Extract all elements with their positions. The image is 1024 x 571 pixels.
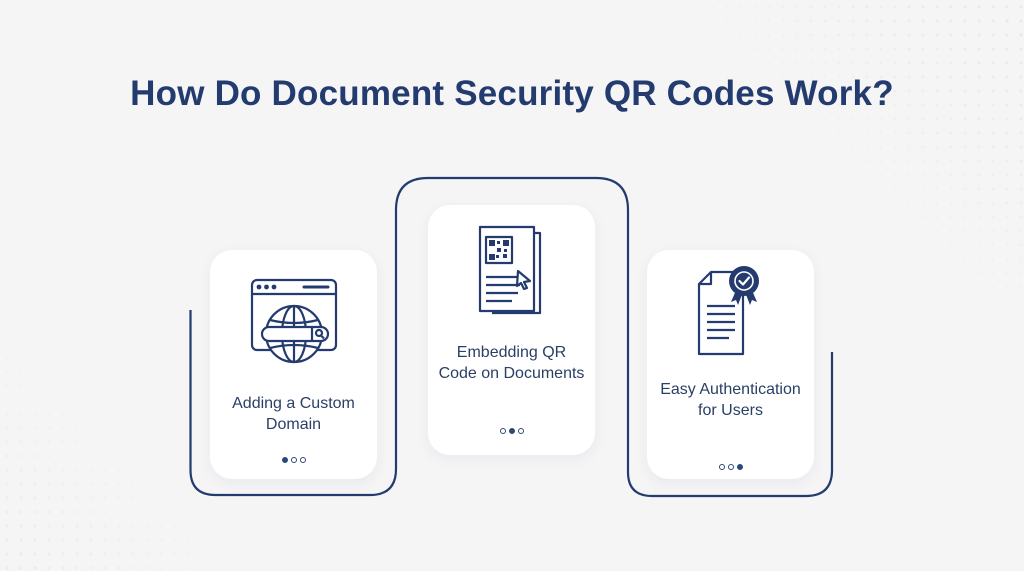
- pager-dot: [499, 428, 506, 434]
- page-title: How Do Document Security QR Codes Work?: [130, 74, 894, 113]
- pager-dot: [727, 464, 734, 470]
- pager-dot: [508, 428, 515, 434]
- carousel-dots: [647, 464, 814, 470]
- step-label: Embedding QR Code on Documents: [438, 344, 585, 382]
- pager-dot: [281, 457, 288, 463]
- carousel-dots: [210, 457, 377, 463]
- pager-dot: [299, 457, 306, 463]
- step-card-authentication: Easy Authentication for Users: [647, 250, 814, 479]
- qr-document-icon: [478, 225, 541, 315]
- pager-dot: [517, 428, 524, 434]
- step-label: Easy Authentication for Users: [660, 381, 801, 419]
- step-card-custom-domain: Adding a Custom Domain: [210, 250, 377, 479]
- step-label: Adding a Custom Domain: [232, 395, 355, 433]
- pager-dot: [290, 457, 297, 463]
- certificate-badge-icon: [697, 266, 759, 356]
- pager-dot: [718, 464, 725, 470]
- pager-dot: [736, 464, 743, 470]
- step-card-embedding-qr: Embedding QR Code on Documents: [428, 205, 595, 455]
- carousel-dots: [428, 428, 595, 434]
- globe-browser-icon: [250, 278, 337, 364]
